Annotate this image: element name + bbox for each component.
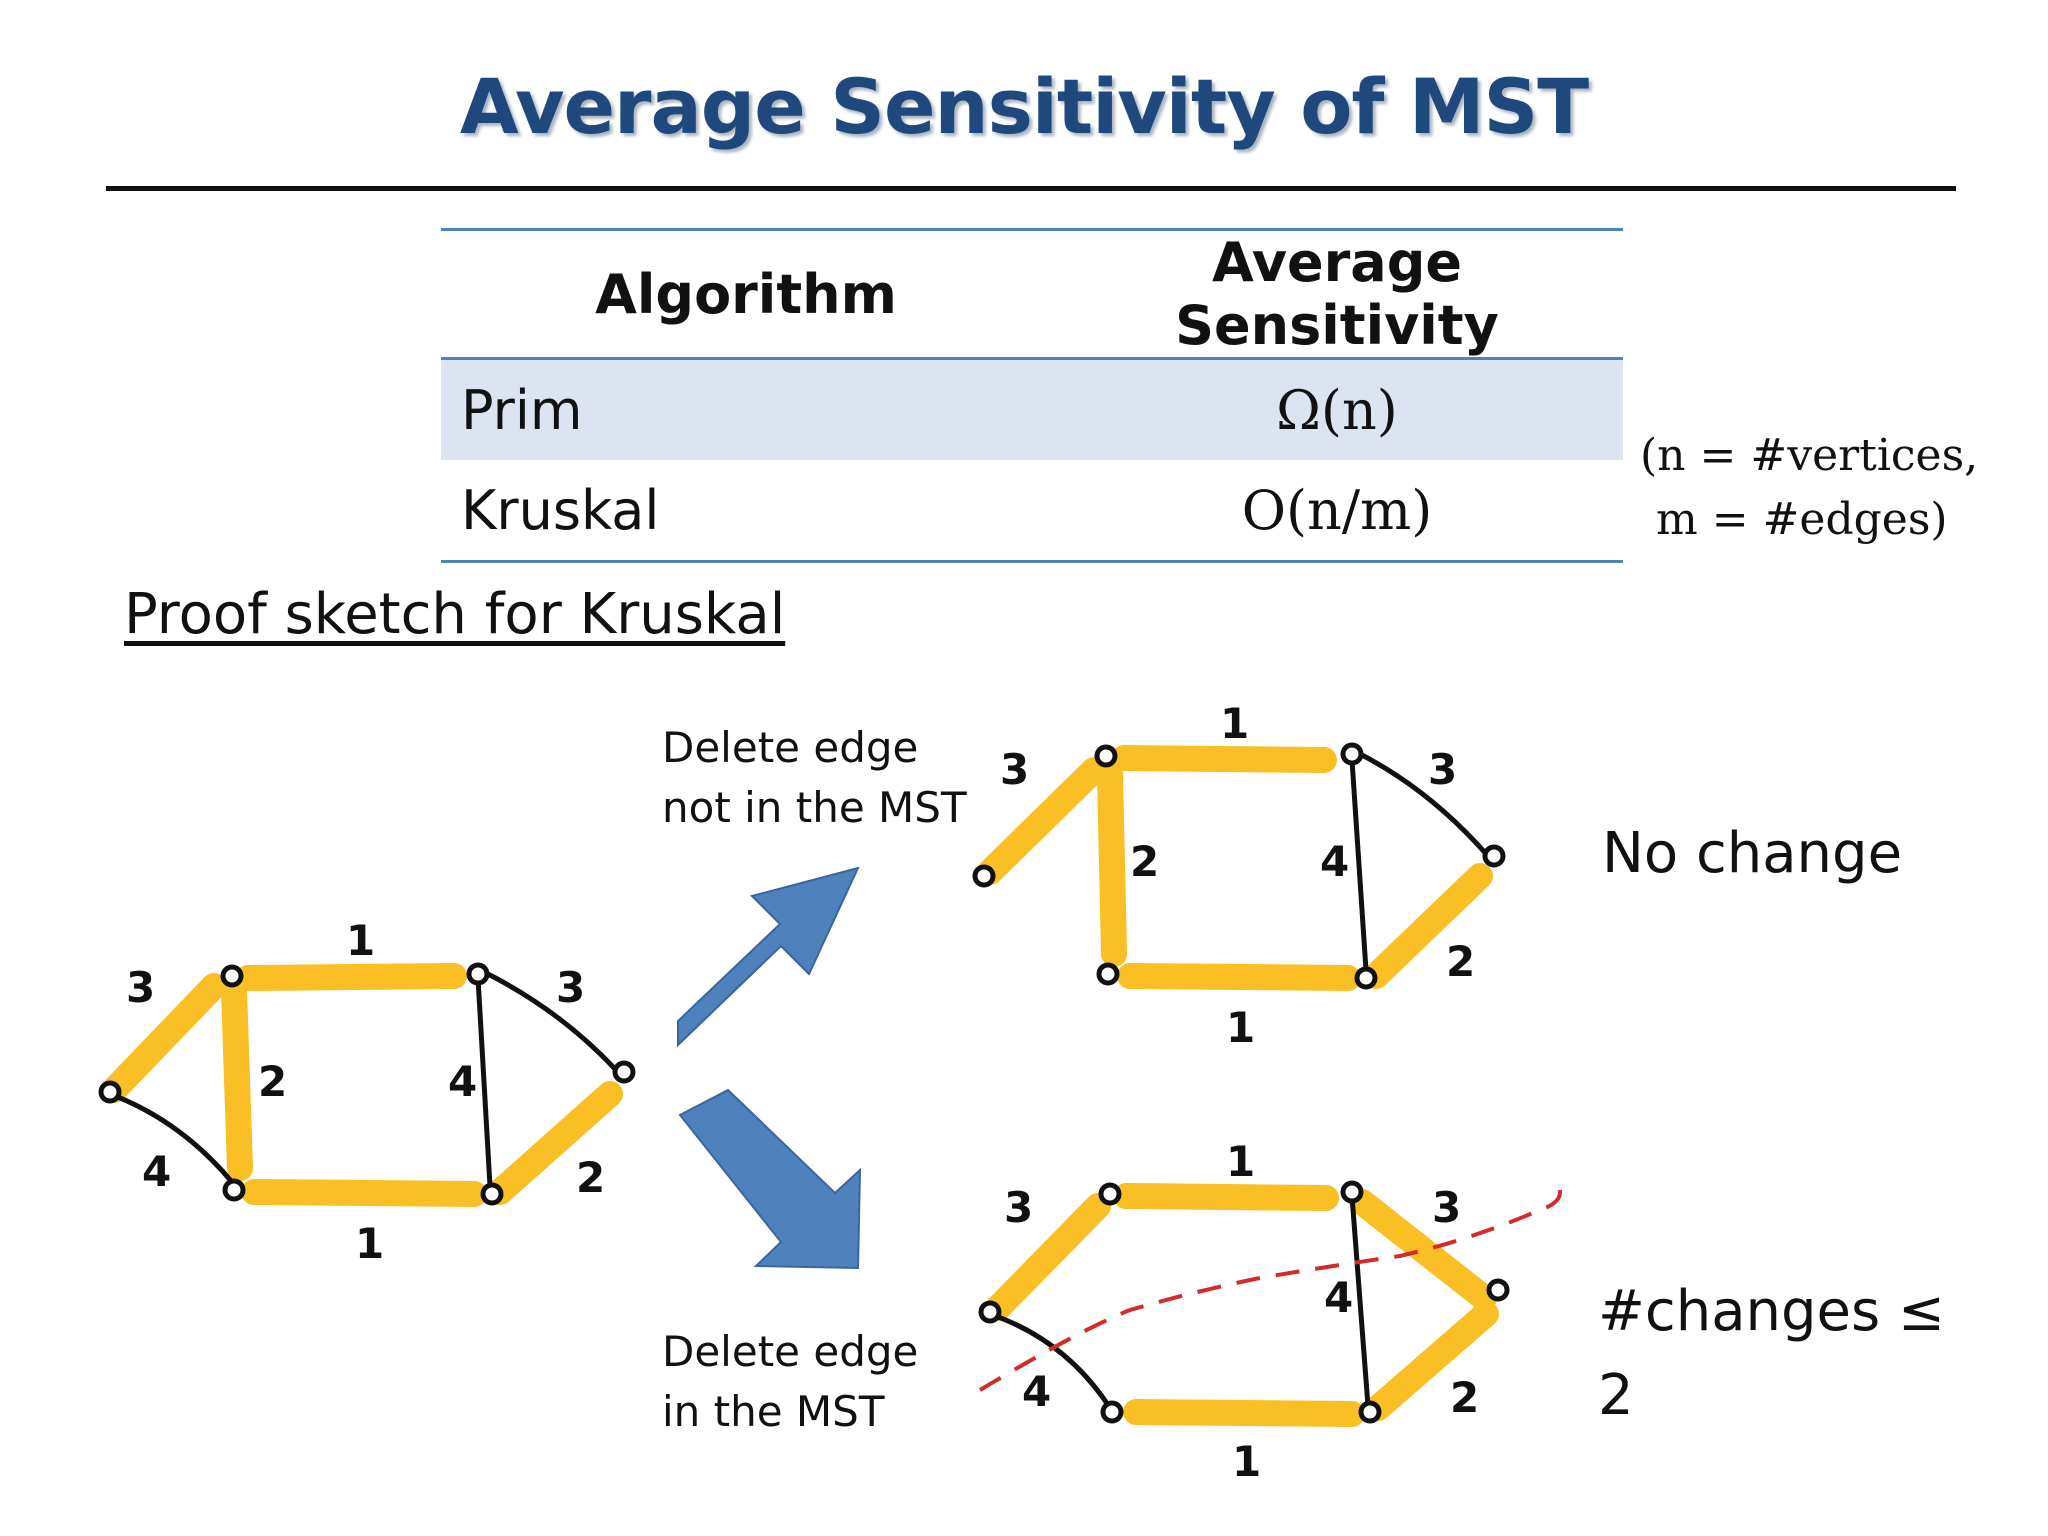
row-algorithm: Prim <box>441 358 1051 460</box>
weight-label: 1 <box>1220 699 1249 748</box>
weight-label: 1 <box>346 916 375 965</box>
arrow-down-label-line-1: Delete edge <box>662 1327 919 1376</box>
weight-label: 2 <box>258 1057 287 1106</box>
vertices <box>978 1180 1510 1424</box>
weight-label: 4 <box>448 1057 477 1106</box>
row-algorithm: Kruskal <box>441 460 1051 563</box>
original-graph: 1 1 3 2 4 4 3 2 <box>98 916 636 1268</box>
weight-label: 2 <box>1130 837 1159 886</box>
table-row: Prim Ω(n) <box>441 358 1623 460</box>
result-changes-line-2: 2 <box>1598 1363 1634 1428</box>
note-line-2: m = #edges) <box>1656 494 1948 545</box>
weight-label: 4 <box>1324 1273 1353 1322</box>
slide-title: Average Sensitivity of MST <box>459 62 1589 151</box>
row-sensitivity: O(n/m) <box>1051 460 1623 563</box>
result-no-change: No change <box>1602 821 1903 886</box>
header-algorithm: Algorithm <box>441 228 1051 360</box>
cut-line <box>978 1178 1562 1392</box>
weight-label: 4 <box>1320 837 1349 886</box>
weight-label: 3 <box>1428 745 1457 794</box>
weight-label: 2 <box>1446 937 1475 986</box>
weight-label: 3 <box>1004 1183 1033 1232</box>
vertices <box>972 742 1506 990</box>
weight-label: 2 <box>576 1153 605 1202</box>
weight-label: 3 <box>126 963 155 1012</box>
arrow-up-label-line-2: not in the MST <box>662 783 967 832</box>
graph-after-non-mst-deletion: 1 1 3 2 4 3 2 <box>972 699 1506 1052</box>
table-row: Kruskal O(n/m) <box>441 460 1623 563</box>
weight-label: 2 <box>1450 1373 1479 1422</box>
weight-label: 3 <box>1432 1183 1461 1232</box>
title-rule <box>106 186 1956 191</box>
weight-label: 3 <box>1000 745 1029 794</box>
header-sensitivity: Average Sensitivity <box>1051 228 1623 360</box>
arrow-up-label: Delete edge not in the MST <box>662 718 967 838</box>
mst-edges <box>977 745 1493 991</box>
proof-heading: Proof sketch for Kruskal <box>124 582 786 647</box>
row-sensitivity: Ω(n) <box>1051 358 1623 460</box>
weight-label: 1 <box>1226 1137 1255 1186</box>
weight-label: 1 <box>1232 1437 1261 1486</box>
non-mst-edges <box>109 969 618 1187</box>
mst-edges <box>101 963 623 1207</box>
vertices <box>98 962 636 1206</box>
weight-label: 1 <box>1226 1003 1255 1052</box>
variable-note: (n = #vertices, m = #edges) <box>1640 424 1978 552</box>
non-mst-edges <box>989 1195 1371 1410</box>
note-line-1: (n = #vertices, <box>1640 430 1979 481</box>
result-changes: #changes ≤ 2 <box>1598 1270 1945 1438</box>
non-mst-edges <box>1349 751 1490 971</box>
table-header-row: Algorithm Average Sensitivity <box>441 228 1623 360</box>
weight-label: 1 <box>355 1219 384 1268</box>
arrow-down-label: Delete edge in the MST <box>662 1322 918 1442</box>
arrow-down-icon <box>678 1088 862 1270</box>
arrow-up-label-line-1: Delete edge <box>662 723 919 772</box>
mst-edges <box>985 1183 1499 1427</box>
arrow-down-label-line-2: in the MST <box>662 1387 885 1436</box>
weight-label: 3 <box>556 963 585 1012</box>
sensitivity-table: Algorithm Average Sensitivity Prim Ω(n) … <box>441 228 1623 563</box>
weight-label: 4 <box>142 1147 171 1196</box>
weight-label: 4 <box>1022 1367 1051 1416</box>
result-changes-line-1: #changes ≤ <box>1598 1279 1945 1344</box>
arrow-up-icon <box>677 866 860 1048</box>
graph-after-mst-deletion: 1 1 3 4 4 3 2 <box>978 1137 1562 1486</box>
